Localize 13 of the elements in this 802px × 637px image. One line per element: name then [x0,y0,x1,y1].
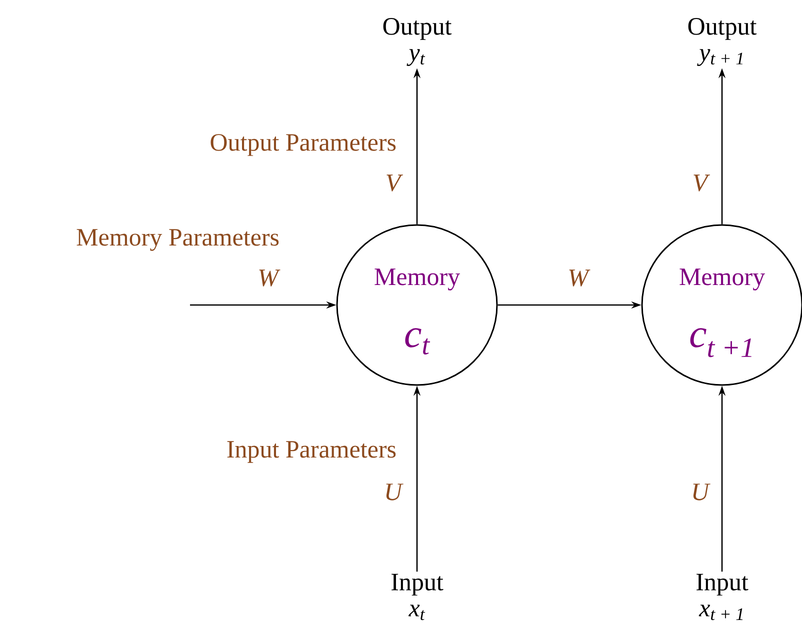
io-label: Input x$_{t}$ [392,574,444,620]
edge-label: U [693,484,710,500]
edge-label: V [694,174,710,192]
parameter-label: Input Parameters [227,441,396,463]
io-label: Input x$_{t + 1}$ [696,574,748,620]
parameter-label: Output Parameters [210,134,396,156]
edge-label: V [386,174,404,192]
edge-label: W [259,270,280,286]
edge-label: U [386,484,404,500]
io-label: Output y$_{t}$ [383,18,452,66]
edge-label: W [569,270,590,286]
io-label: Output y$_{t + 1}$ [688,18,757,66]
parameter-label: Memory Parameters [76,229,279,251]
